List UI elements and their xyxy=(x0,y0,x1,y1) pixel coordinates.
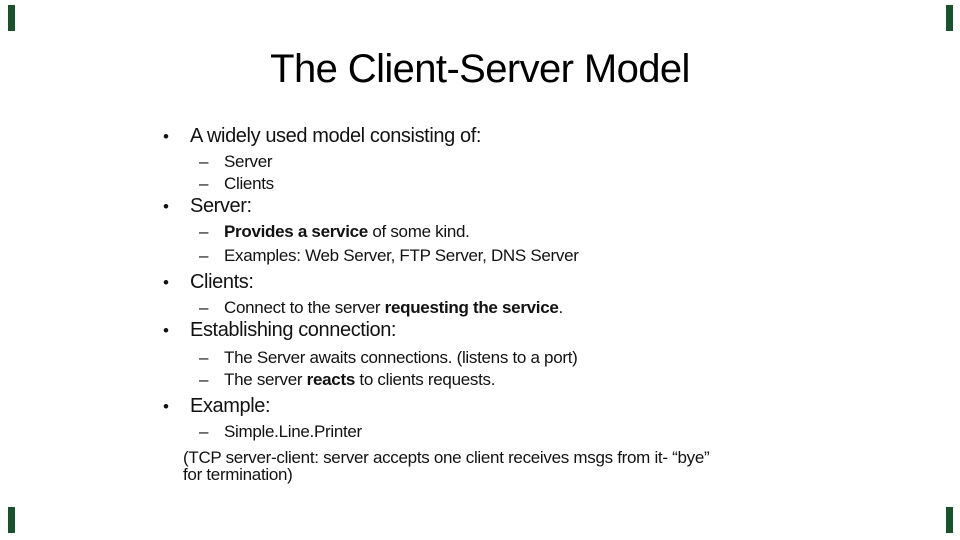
bullet-icon: • xyxy=(163,321,169,340)
corner-mark-bottom-left xyxy=(8,507,15,533)
corner-mark-bottom-right xyxy=(946,507,953,533)
dash-icon: – xyxy=(199,152,209,171)
corner-mark-top-left xyxy=(8,5,15,31)
bullet-item-4: • Establishing connection: xyxy=(163,320,396,340)
sub-item-4-1: –The Server awaits connections. (listens… xyxy=(199,349,578,366)
sub-item-text-bold: requesting the service xyxy=(384,298,559,317)
bullet-label: Clients: xyxy=(190,271,254,293)
bullet-item-3: • Clients: xyxy=(163,272,254,292)
dash-icon: – xyxy=(199,222,209,241)
sub-item-2-2: –Examples: Web Server, FTP Server, DNS S… xyxy=(199,247,579,264)
sub-item-text-bold: Provides a service xyxy=(224,222,368,241)
bullet-item-5: • Example: xyxy=(163,395,271,417)
bullet-item-1: • A widely used model consisting of: xyxy=(163,126,481,146)
dash-icon: – xyxy=(199,298,209,317)
dash-icon: – xyxy=(199,246,209,265)
bullet-label: A widely used model consisting of: xyxy=(190,125,482,147)
bullet-label: Example: xyxy=(190,395,271,417)
note-line-1: (TCP server-client: server accepts one c… xyxy=(183,448,710,467)
dash-icon: – xyxy=(199,174,209,193)
sub-item-text: The server xyxy=(224,370,307,389)
sub-item-text: The Server awaits connections. (listens … xyxy=(224,348,578,367)
sub-item-text: of some kind. xyxy=(367,222,470,241)
dash-icon: – xyxy=(199,370,209,389)
sub-item-text: to clients requests. xyxy=(354,370,496,389)
bullet-icon: • xyxy=(163,397,169,416)
sub-item-text: Clients xyxy=(224,174,274,193)
sub-item-text: Examples: Web Server, FTP Server, DNS Se… xyxy=(224,246,579,265)
sub-item-2-1: –Provides a service of some kind. xyxy=(199,223,470,240)
bullet-label: Establishing connection: xyxy=(190,319,397,341)
bullet-item-2: • Server: xyxy=(163,196,252,216)
sub-item-3-1: –Connect to the server requesting the se… xyxy=(199,299,563,316)
sub-item-text: Simple.Line.Printer xyxy=(224,422,362,441)
note-line-2: for termination) xyxy=(183,466,293,483)
sub-item-1-2: –Clients xyxy=(199,175,274,192)
dash-icon: – xyxy=(199,348,209,367)
sub-item-text-bold: reacts xyxy=(306,370,356,389)
corner-mark-top-right xyxy=(946,5,953,31)
slide-title: The Client-Server Model xyxy=(270,47,690,91)
bullet-icon: • xyxy=(163,197,169,216)
bullet-icon: • xyxy=(163,127,169,146)
dash-icon: – xyxy=(199,422,209,441)
note-text: (TCP server-client: server accepts one c… xyxy=(183,448,710,467)
note-text: for termination) xyxy=(183,465,293,484)
sub-item-text: . xyxy=(558,298,564,317)
sub-item-5-1: –Simple.Line.Printer xyxy=(199,423,362,440)
sub-item-text: Server xyxy=(224,152,273,171)
bullet-label: Server: xyxy=(190,195,252,217)
sub-item-text: Connect to the server xyxy=(224,298,385,317)
sub-item-4-2: –The server reacts to clients requests. xyxy=(199,371,495,388)
sub-item-1-1: –Server xyxy=(199,152,273,171)
bullet-icon: • xyxy=(163,273,169,292)
